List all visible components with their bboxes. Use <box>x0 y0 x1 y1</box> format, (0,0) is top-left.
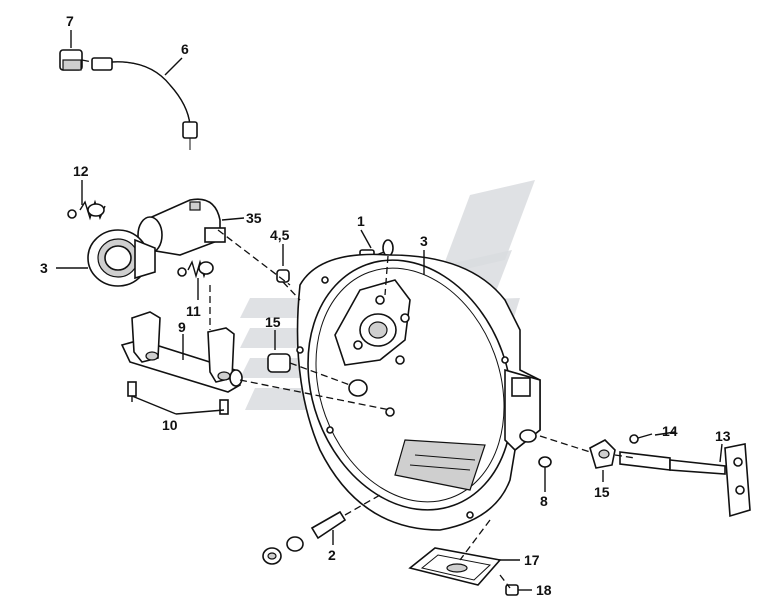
callout-1: 1 <box>357 213 365 229</box>
callout-4-5: 4,5 <box>270 227 290 243</box>
callout-15-left: 15 <box>265 314 281 330</box>
callout-10: 10 <box>162 417 178 433</box>
pipe-part-6 <box>91 57 198 150</box>
callout-2: 2 <box>328 547 336 563</box>
callout-13: 13 <box>715 428 731 444</box>
callout-14: 14 <box>662 423 678 439</box>
assembly-lines <box>81 59 636 589</box>
plug-part-15-left <box>267 353 291 373</box>
callout-18: 18 <box>536 582 552 598</box>
pin-part-14 <box>629 433 653 444</box>
callout-11: 11 <box>186 303 201 319</box>
union-nut-part-7 <box>59 49 83 71</box>
spring-part-12 <box>67 199 106 221</box>
callout-15-right: 15 <box>594 484 610 500</box>
bolt-part-18 <box>505 584 519 596</box>
screw-part-8 <box>538 456 552 480</box>
flywheel-housing-part-3 <box>296 253 541 531</box>
callout-3-left: 3 <box>40 260 48 276</box>
spring-part-11 <box>177 259 214 279</box>
callout-6: 6 <box>181 41 189 57</box>
support-bracket-part-9 <box>120 311 243 393</box>
callout-labels: 7 6 12 35 3 11 9 10 4,5 15 1 3 14 13 8 1… <box>40 13 731 598</box>
callout-35: 35 <box>246 210 262 226</box>
stud-part-2 <box>262 510 347 565</box>
leader-lines <box>56 30 723 591</box>
callout-17: 17 <box>524 552 540 568</box>
cover-plate-part-17 <box>408 547 502 586</box>
callout-12: 12 <box>73 163 89 179</box>
bushing-part-15-right <box>589 439 616 469</box>
callout-9: 9 <box>178 319 186 335</box>
callout-3-right: 3 <box>420 233 428 249</box>
release-bearing-part-3 <box>87 229 156 287</box>
callout-8: 8 <box>540 493 548 509</box>
callout-7: 7 <box>66 13 74 29</box>
release-sleeve-part-35 <box>137 198 226 256</box>
lever-shaft-part-13 <box>619 443 751 518</box>
